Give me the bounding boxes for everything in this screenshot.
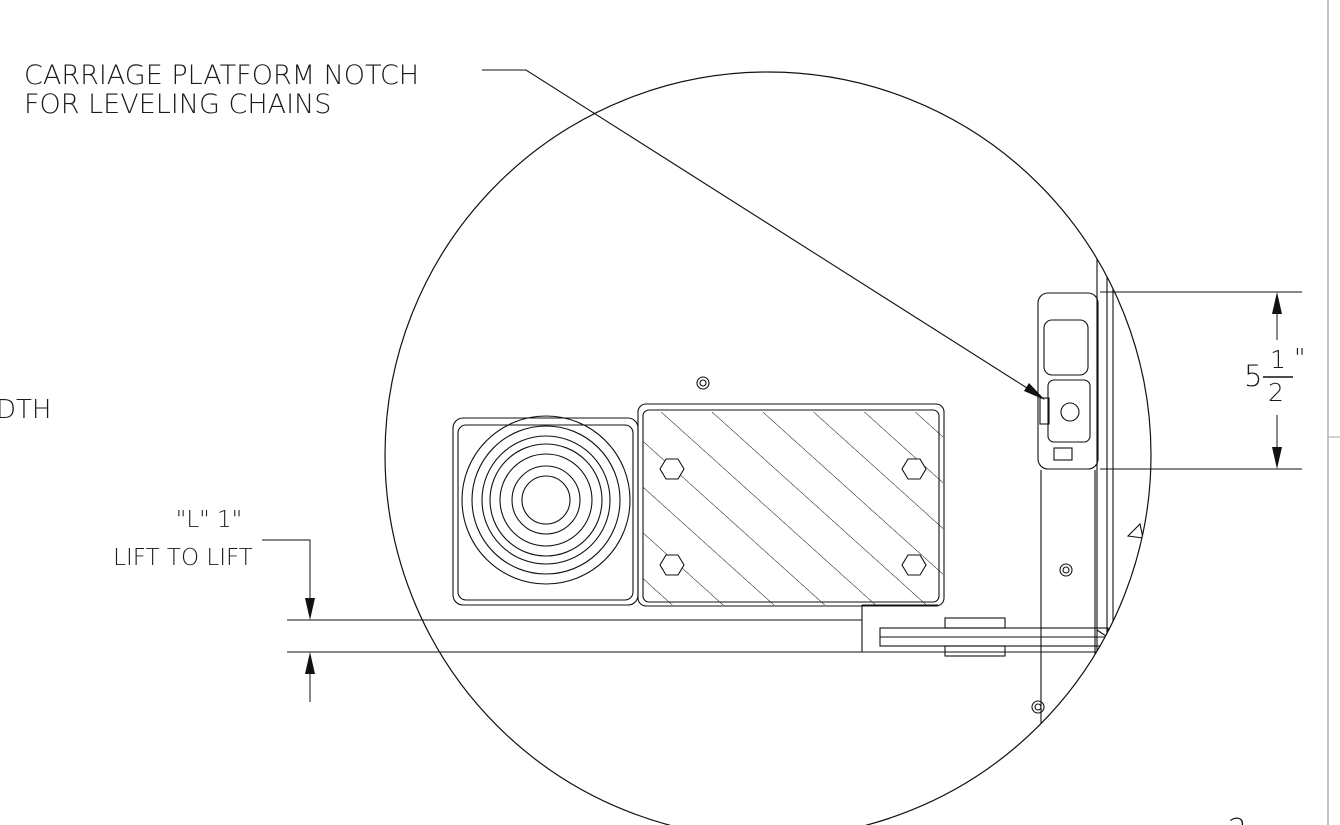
lift-dim-line-2: LIFT TO LIFT	[113, 545, 253, 571]
carriage-block	[637, 403, 945, 607]
lift-dim-arrow-bottom	[305, 652, 315, 674]
hole-marker-1-inner	[699, 379, 707, 387]
carriage-block-inner	[642, 409, 940, 603]
bolt-hex-1	[659, 458, 685, 480]
rail-clip-upper	[944, 617, 1006, 629]
wheel-bearing-outer	[481, 435, 611, 565]
column-outer	[1096, 139, 1114, 825]
height-dim-unit: "	[1294, 343, 1306, 372]
lift-dim-arrow-top	[305, 598, 315, 620]
carriage-block-hatch	[643, 412, 943, 605]
hole-marker-3	[1031, 700, 1045, 714]
chain-link-pin	[1060, 402, 1080, 422]
wheel-bearing-ring	[489, 443, 603, 557]
hole-marker-3-inner	[1034, 703, 1042, 711]
lift-dim-leader	[262, 539, 311, 600]
hole-marker-2-inner	[1062, 566, 1070, 574]
hole-marker-1	[696, 376, 710, 390]
callout-line-2: FOR LEVELING CHAINS	[24, 89, 331, 120]
height-dim-whole: 5	[1244, 359, 1262, 393]
clipped-bottom-text: 2	[1228, 813, 1247, 825]
clipped-left-text: DTH	[0, 395, 51, 425]
detail-circle	[384, 71, 1152, 825]
wheel-rim	[471, 425, 621, 575]
lift-dim-line-1: "L" 1"	[176, 507, 243, 533]
bracket-foot	[1053, 447, 1073, 461]
wheel-outer	[461, 415, 631, 585]
chain-link-upper	[1043, 319, 1089, 376]
chain-link-lower	[1047, 379, 1091, 443]
bolt-hex-3	[659, 554, 685, 576]
wheel-bearing-inner	[499, 453, 593, 547]
callout-line-1: CARRIAGE PLATFORM NOTCH	[24, 60, 419, 91]
hole-marker-2	[1059, 563, 1073, 577]
triangle-marker	[1126, 522, 1144, 539]
notch-slot	[1039, 397, 1050, 425]
wheel-housing-inner	[457, 424, 634, 601]
height-dim-denominator: 2	[1268, 378, 1284, 407]
wheel-hub	[511, 465, 581, 535]
height-dim-arrow-bottom	[1272, 447, 1282, 469]
bolt-hex-2	[901, 458, 927, 480]
bolt-hex-4	[901, 554, 927, 576]
wheel-axle	[521, 475, 571, 525]
callout-arrowhead	[1024, 383, 1045, 400]
height-dim-arrow-top	[1272, 292, 1282, 314]
height-dim-numerator: 1	[1270, 345, 1286, 374]
callout-leader	[482, 69, 1039, 396]
chain-bracket	[1037, 292, 1099, 470]
rail-clip-lower	[944, 645, 1006, 657]
